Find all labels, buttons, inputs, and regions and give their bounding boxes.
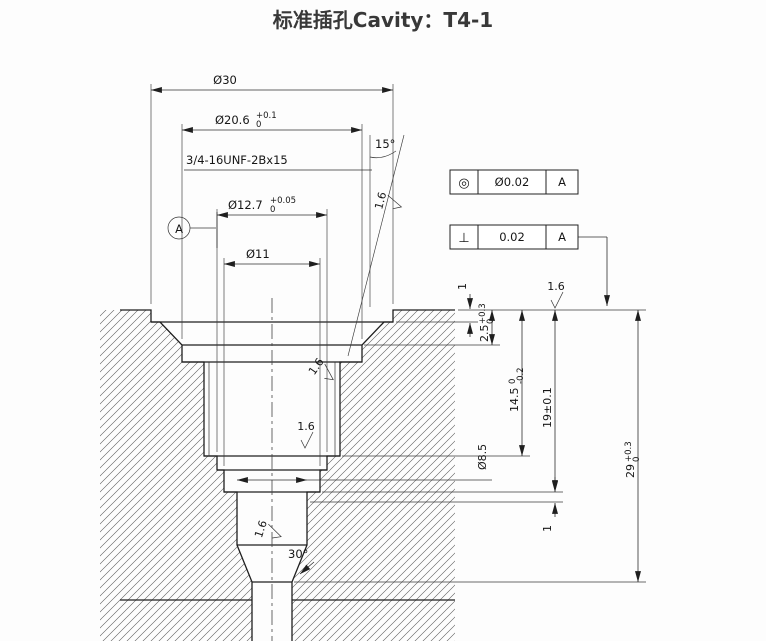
dim-label-2-5: 2.5 +0.3 0: [478, 303, 496, 342]
thread-label: 3/4-16UNF-2Bx15: [186, 153, 288, 167]
gdt-symbol-cell: [449, 169, 479, 195]
gdt-frame-perpendicularity: ⊥ 0.02 A: [449, 224, 610, 307]
angle-arc: [369, 150, 397, 159]
gdt-value: Ø0.02: [495, 175, 530, 189]
dim-text: 2.5: [478, 325, 491, 343]
roughness-mark-taper: 1.6: [372, 191, 403, 211]
dimension-dia20-6: Ø20.6 +0.1 0: [181, 111, 363, 339]
part-section: [120, 298, 455, 641]
thread-crest-lines: [208, 362, 336, 456]
dimension-dia8-5: Ø8.5: [236, 444, 492, 483]
dim-text: 19±0.1: [541, 387, 554, 428]
roughness-check-icon: [387, 194, 403, 210]
ext-line: [223, 258, 321, 466]
roughness-value: 1.6: [252, 519, 270, 540]
thread-callout: 3/4-16UNF-2Bx15: [184, 153, 372, 171]
roughness-value: 1.6: [372, 191, 389, 211]
tol-upper: +0.3: [624, 441, 634, 462]
ext-line: [216, 209, 328, 452]
dimension-angle15: 15°: [347, 134, 405, 357]
dim-label-14-5: 14.5 0 -0.2: [508, 367, 526, 412]
leader-line: [299, 561, 315, 575]
gdt-value-cell: [477, 224, 547, 250]
roughness-check-icon: [324, 363, 334, 381]
section-hatch-right: [292, 310, 455, 641]
dim-label-dia20-6: Ø20.6: [215, 113, 250, 127]
dim-text: 1: [456, 283, 469, 290]
dimension-dia12-7: Ø12.7 +0.05 0: [216, 196, 328, 452]
dim-text: 14.5: [508, 388, 521, 413]
datum-feature-a: A: [167, 212, 218, 248]
dim-label-1-bottom: 1: [541, 525, 554, 532]
dimension-dia11: Ø11: [223, 247, 321, 466]
tol-lower: 0: [632, 457, 642, 462]
gdt-value-cell: [477, 169, 547, 195]
tol-upper: 0: [508, 379, 518, 384]
roughness-mark-bore: 1.6: [297, 420, 315, 449]
tol-upper: +0.05: [270, 196, 296, 206]
concentricity-icon: ◎: [458, 176, 469, 191]
dim-label-dia30: Ø30: [213, 73, 237, 87]
gdt-symbol-cell: [449, 224, 479, 250]
gdt-value: 0.02: [499, 230, 525, 244]
tol-lower: 0: [486, 319, 496, 324]
roughness-check-icon: [268, 523, 282, 539]
roughness-value: 1.6: [547, 280, 565, 293]
dimension-angle30: 30°: [288, 547, 315, 575]
dim-label-angle30: 30°: [288, 547, 308, 561]
ext-line: [150, 84, 394, 304]
drawing-title: 标准插孔Cavity：T4-1: [273, 8, 493, 32]
roughness-value: 1.6: [297, 420, 315, 433]
tol-lower: -0.2: [516, 367, 526, 384]
tol-lower: 0: [270, 205, 275, 215]
datum-label: A: [175, 222, 183, 236]
roughness-check-icon: [300, 431, 314, 449]
angle-ref-slope: [347, 134, 405, 357]
dim-label-angle15: 15°: [375, 137, 395, 151]
right-depth-dimensions: 1 2.5 +0.3 0 14.5 0 -0.2 19±0.1 29 +0.3 …: [294, 283, 646, 583]
roughness-mark-stem: 1.6: [252, 519, 282, 540]
gdt-frame-concentricity: ◎ Ø0.02 A: [449, 169, 579, 195]
dim-label-29: 29 +0.3 0: [624, 441, 642, 478]
roughness-check-icon: [550, 291, 564, 309]
gdt-datum-ref: A: [558, 230, 566, 244]
dim-label-1-top: 1: [456, 283, 469, 290]
gdt-datum-cell: [545, 224, 579, 250]
dim-text: Ø8.5: [476, 444, 489, 470]
dim-text: 1: [541, 525, 554, 532]
dim-label-dia8-5: Ø8.5: [476, 444, 489, 470]
gdt-datum-ref: A: [558, 175, 566, 189]
dim-label-dia12-7: Ø12.7: [228, 198, 263, 212]
tol-upper: +0.3: [478, 303, 488, 324]
dim-text: 29: [624, 464, 637, 478]
roughness-mark-top-face: 1.6: [547, 280, 565, 309]
gdt-datum-cell: [545, 169, 579, 195]
perpendicularity-icon: ⊥: [458, 231, 469, 246]
dim-label-19: 19±0.1: [541, 387, 554, 428]
section-hatch-left: [100, 310, 252, 641]
ext-line: [181, 124, 363, 339]
dimension-dia30: Ø30: [150, 73, 394, 304]
tol-upper: +0.1: [256, 111, 277, 121]
tol-lower: 0: [256, 120, 261, 130]
dim-label-dia11: Ø11: [246, 247, 270, 261]
